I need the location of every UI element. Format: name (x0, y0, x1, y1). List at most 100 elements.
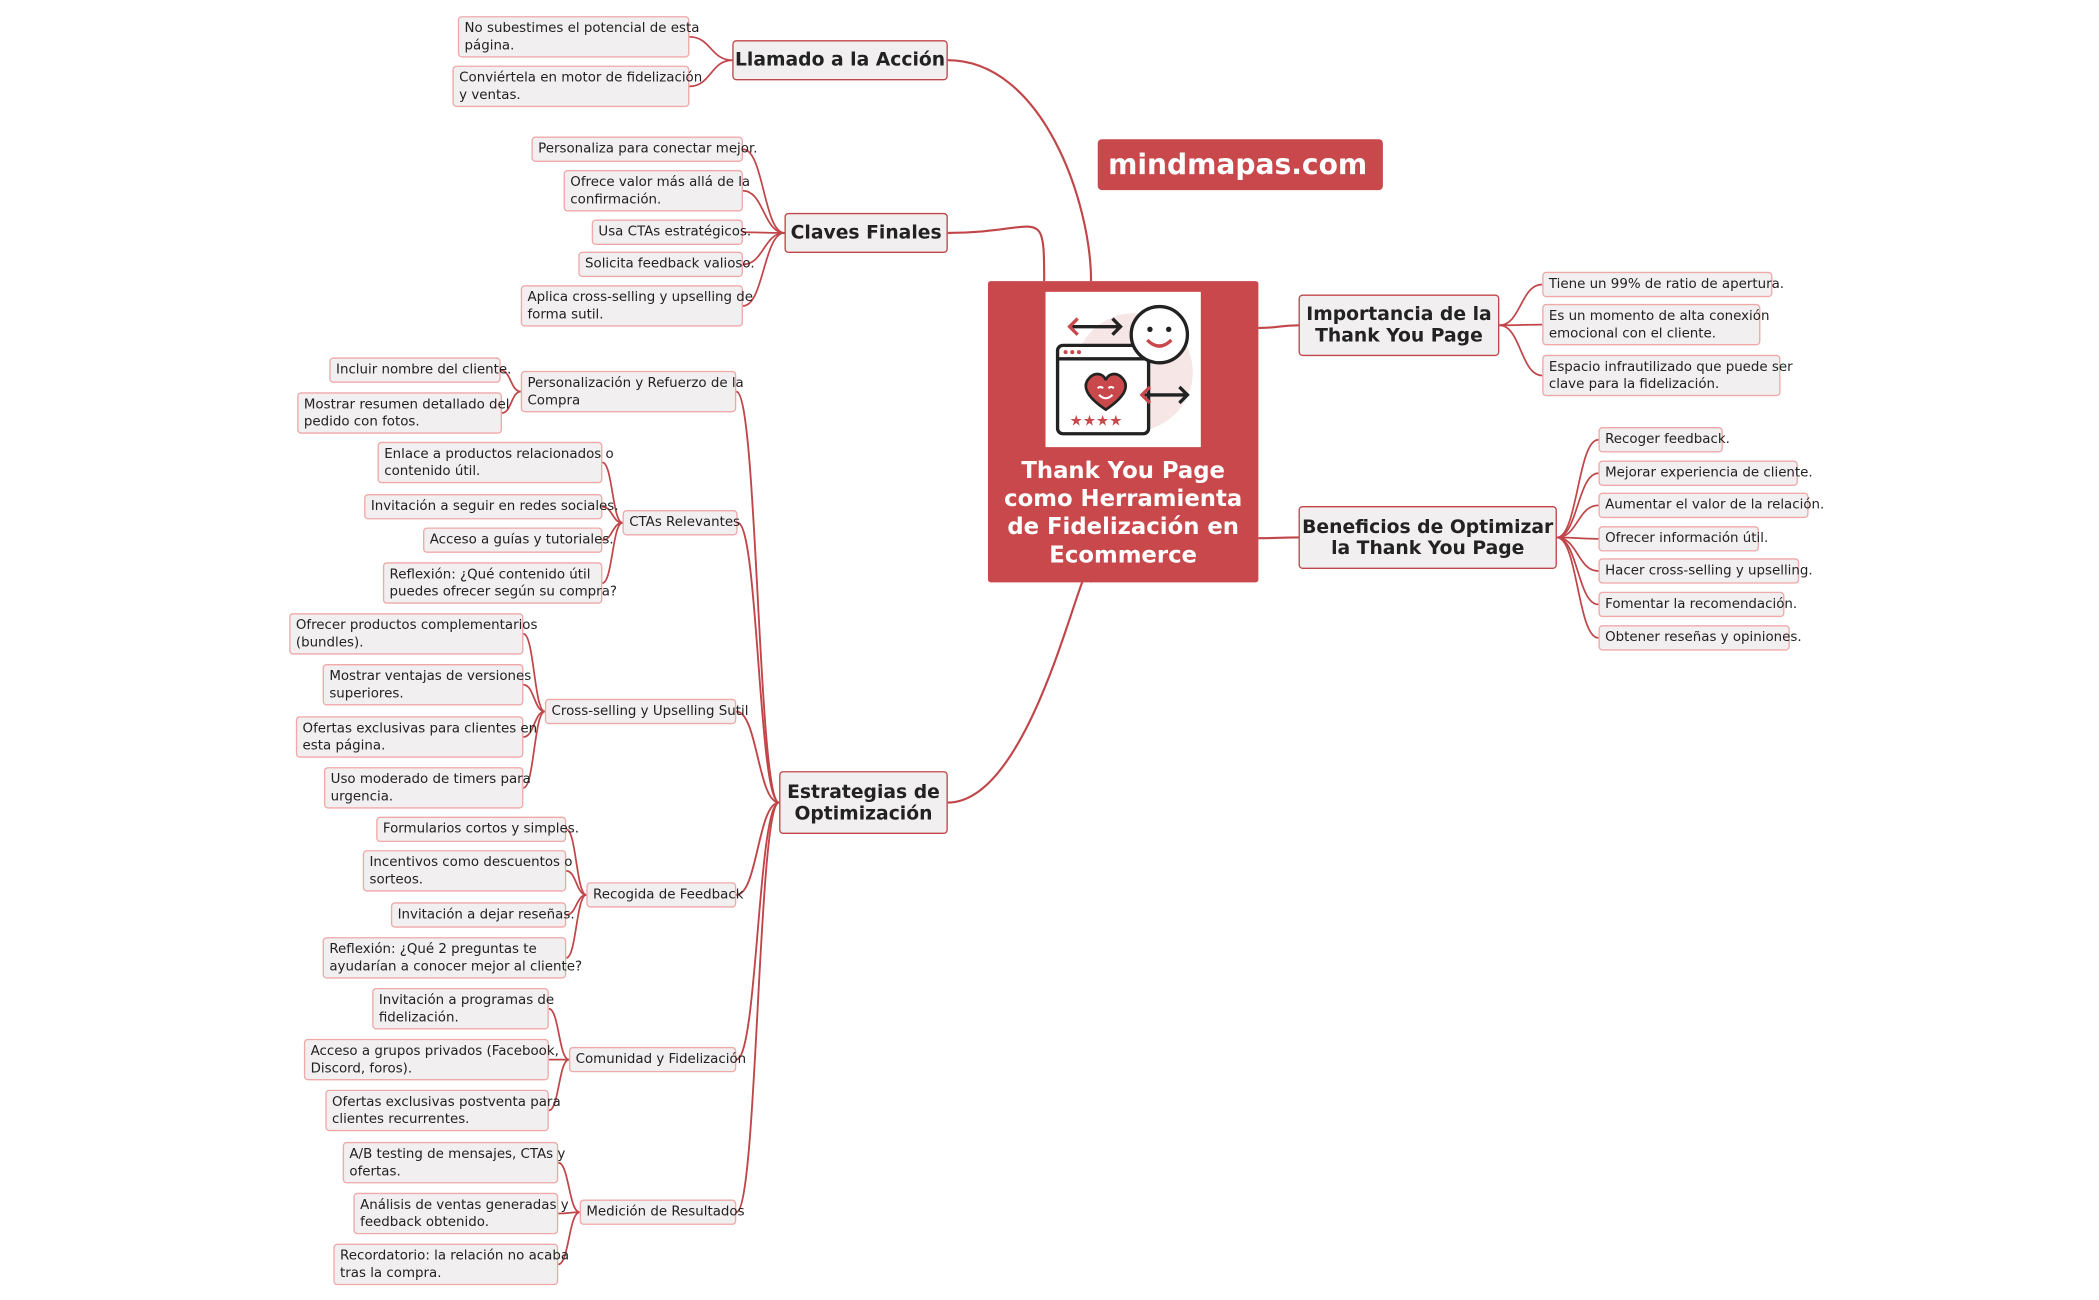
leaf-topic-text: Acceso a guías y tutoriales. (429, 532, 614, 548)
subtopic-connector (735, 390, 780, 804)
leaf-connector (522, 633, 546, 713)
leaf-topic[interactable]: Aumentar el valor de la relación. (1598, 492, 1824, 519)
leaf-topic-text: sorteos. (369, 872, 424, 888)
leaf-topic-text: Uso moderado de timers para (330, 772, 531, 788)
leaf-topic[interactable]: Acceso a guías y tutoriales. (423, 527, 614, 553)
leaf-topic-text: ayudarían a conocer mejor al cliente? (329, 959, 583, 975)
leaf-topic-text: pedido con fotos. (303, 414, 420, 430)
leaf-topic-text: Acceso a grupos privados (Facebook, (310, 1044, 559, 1059)
leaf-topic-text: Invitación a seguir en redes sociales. (370, 499, 619, 515)
leaf-topic-text: Personaliza para conectar mejor. (538, 141, 758, 157)
leaf-connector (689, 35, 733, 62)
leaf-connector (689, 59, 733, 88)
leaf-topic-text: feedback obtenido. (360, 1215, 489, 1231)
leaf-topic[interactable]: Personaliza para conectar mejor. (531, 136, 758, 162)
subtopic-text: Compra (527, 393, 581, 409)
leaf-topic-text: Mejorar experiencia de cliente. (1605, 465, 1813, 481)
leaf-topic-text: Discord, foros). (310, 1061, 413, 1077)
external-link-icon (1232, 206, 1252, 225)
leaf-connector (1499, 323, 1543, 327)
central-title-line: Thank You Page (1021, 457, 1225, 485)
leaf-connector (1556, 438, 1599, 539)
subtopic[interactable]: Medición de Resultados (579, 1199, 745, 1225)
leaf-topic-text: urgencia. (330, 789, 394, 805)
leaf-topic[interactable]: Tiene un 99% de ratio de apertura. (1542, 271, 1785, 298)
leaf-topic[interactable]: Obtener reseñas y opiniones. (1598, 625, 1802, 651)
leaf-connector (522, 710, 546, 789)
leaf-connector (566, 869, 587, 896)
leaf-topic[interactable]: Mejorar experiencia de cliente. (1598, 460, 1813, 486)
leaf-topic-text: ofertas. (349, 1164, 401, 1180)
leaf-connector (500, 369, 521, 393)
main-connector (1258, 536, 1299, 540)
leaf-topic[interactable]: Solicita feedback valioso. (578, 251, 755, 278)
leaf-topic-text: confirmación. (570, 192, 662, 208)
leaf-topic[interactable]: Hacer cross-selling y upselling. (1598, 558, 1813, 584)
subtopic[interactable]: Cross-selling y Upselling Sutil (544, 698, 748, 725)
leaf-connector (523, 683, 546, 713)
leaf-topic[interactable]: Fomentar la recomendación. (1598, 591, 1797, 618)
leaf-topic[interactable]: Formularios cortos y simples. (376, 816, 579, 843)
brand-link-button[interactable]: mindmapas.com (1097, 139, 1383, 225)
leaf-connector (601, 461, 623, 524)
leaf-topic[interactable]: Ofrecer productos complementarios(bundle… (289, 613, 537, 655)
leaf-topic-text: Incluir nombre del cliente. (336, 362, 512, 378)
main-connector (947, 567, 1093, 804)
subtopic-connector (736, 521, 780, 804)
subtopic[interactable]: Recogida de Feedback (586, 882, 744, 908)
leaf-topic-text: emocional con el cliente. (1548, 326, 1717, 342)
leaf-topic[interactable]: Invitación a seguir en redes sociales. (364, 493, 619, 520)
branch-topic[interactable]: Claves Finales (784, 212, 948, 254)
leaf-topic[interactable]: Acceso a grupos privados (Facebook, Disco… (303, 1038, 559, 1081)
leaf-topic-text: Incentivos como descuentos o (369, 855, 573, 871)
subtopic-text: Recogida de Feedback (593, 887, 744, 903)
leaf-topic-text: Tiene un 99% de ratio de apertura. (1548, 277, 1785, 292)
leaf-topic[interactable]: Invitación a dejar reseñas. (390, 902, 575, 928)
leaf-topic[interactable]: Ofrecer información útil. (1598, 526, 1768, 552)
thank-you-illustration: ★★★★ (1045, 291, 1201, 448)
branch-topic-text: la Thank You Page (1331, 537, 1525, 559)
leaf-connector (1556, 536, 1599, 572)
leaf-topic[interactable]: Incluir nombre del cliente. (329, 357, 512, 383)
leaf-topic-text: esta página. (302, 738, 386, 754)
leaf-topic-text: Solicita feedback valioso. (585, 257, 755, 272)
leaf-connector (565, 894, 587, 959)
branch-topic-text: Thank You Page (1315, 325, 1483, 347)
leaf-topic-text: forma sutil. (527, 307, 604, 323)
leaf-topic[interactable]: Recoger feedback. (1598, 427, 1730, 453)
subtopic[interactable]: CTAs Relevantes (622, 510, 740, 536)
subtopic-connector (736, 801, 780, 896)
central-topic[interactable]: ★★★★ Thank You Page como Herramienta de … (987, 281, 1259, 583)
subtopic-connector (735, 801, 780, 1214)
subtopic[interactable]: Comunidad y Fidelización (568, 1046, 746, 1073)
leaf-topic-text: superiores. (329, 686, 404, 702)
branch-topic[interactable]: Llamado a la Acción (732, 40, 948, 81)
subtopic[interactable]: Personalización y Refuerzo de la Compra (520, 370, 744, 413)
subtopic-text: Personalización y Refuerzo de la (527, 376, 744, 391)
leaf-topic-text: tras la compra. (340, 1266, 442, 1282)
central-title-line: como Herramienta (1004, 485, 1243, 513)
leaf-topic[interactable]: Usa CTAs estratégicos. (591, 219, 751, 245)
